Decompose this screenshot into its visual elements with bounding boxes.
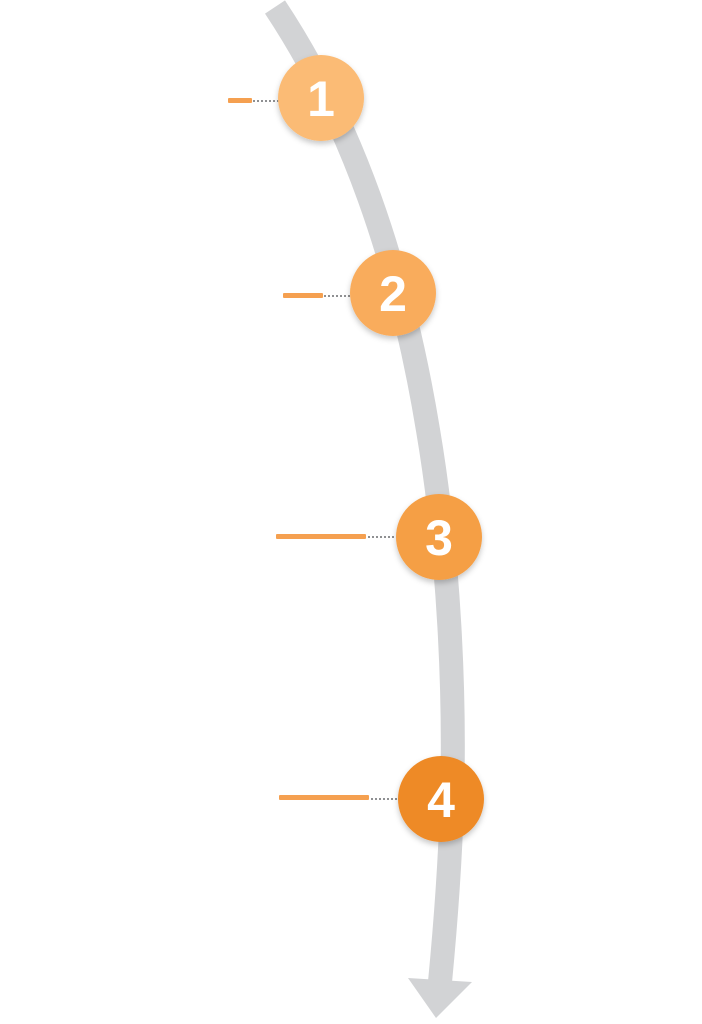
step-1-label-line — [228, 98, 252, 103]
step-1-number: 1 — [307, 71, 335, 127]
step-3: 3 — [276, 494, 482, 580]
step-1-badge — [278, 55, 364, 141]
step-4-number: 4 — [427, 772, 455, 828]
step-3-label-line — [276, 534, 366, 539]
step-4-label-line — [279, 795, 369, 800]
step-2-label-line — [283, 293, 323, 298]
step-2-badge — [350, 250, 436, 336]
step-3-number: 3 — [425, 510, 453, 566]
step-1: 1 — [228, 55, 364, 141]
step-3-badge — [396, 494, 482, 580]
step-4: 4 — [279, 756, 484, 842]
timeline-arrow-head — [408, 978, 472, 1018]
step-4-badge — [398, 756, 484, 842]
step-2: 2 — [283, 250, 436, 336]
step-2-number: 2 — [379, 266, 407, 322]
